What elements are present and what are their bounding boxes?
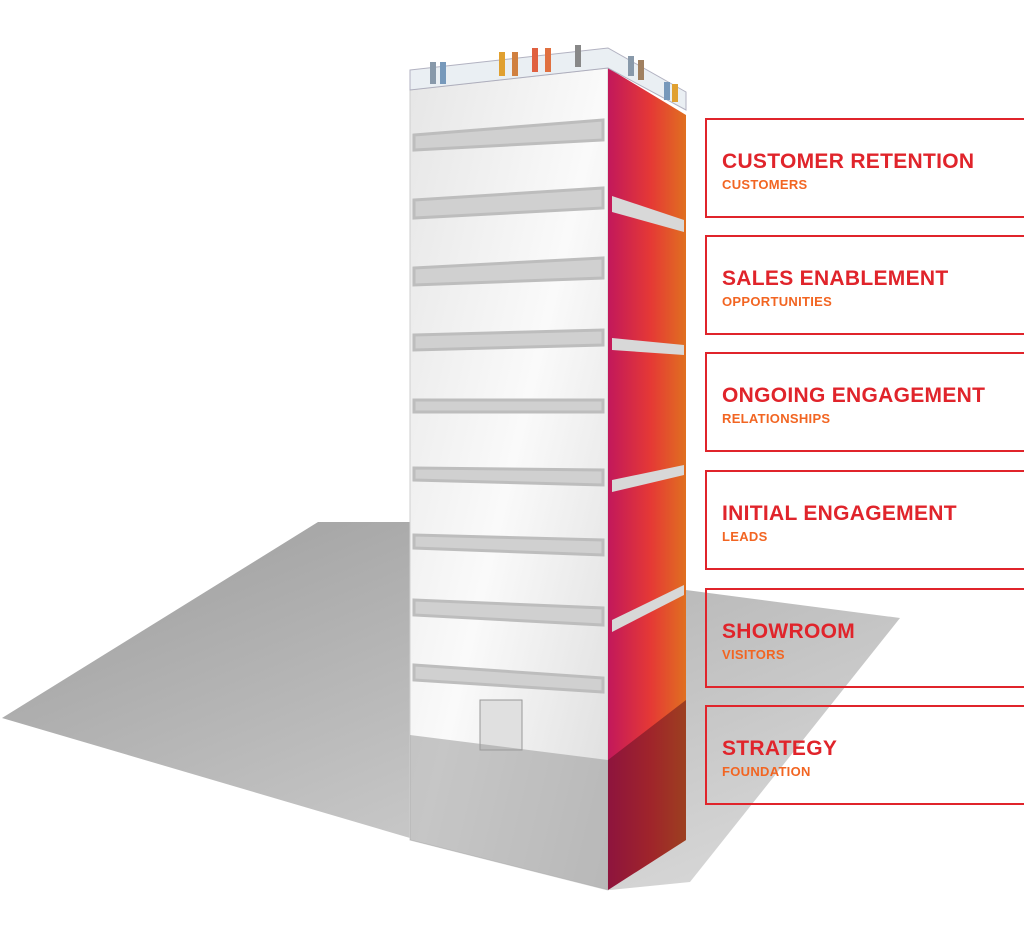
stage-subtitle: OPPORTUNITIES: [722, 294, 833, 309]
stage-subtitle: LEADS: [722, 529, 768, 544]
stage-showroom: SHOWROOM VISITORS: [705, 588, 1024, 688]
stage-subtitle: VISITORS: [722, 647, 785, 662]
rooftop-railing: [409, 47, 687, 111]
building-side-base-shade: [608, 700, 686, 890]
side-gaps: [612, 196, 684, 632]
stage-subtitle: FOUNDATION: [722, 764, 811, 779]
stage-initial-engagement: INITIAL ENGAGEMENT LEADS: [705, 470, 1024, 570]
stage-title: STRATEGY: [722, 737, 838, 760]
building-base-shaded: [410, 735, 608, 890]
stage-subtitle: CUSTOMERS: [722, 177, 808, 192]
stage-sales-enablement: SALES ENABLEMENT OPPORTUNITIES: [705, 235, 1024, 335]
stage-title: ONGOING ENGAGEMENT: [722, 384, 986, 407]
stage-title: CUSTOMER RETENTION: [722, 150, 975, 173]
stage-subtitle: RELATIONSHIPS: [722, 411, 831, 426]
stage-title: SHOWROOM: [722, 620, 856, 643]
entrance-door: [479, 699, 523, 751]
rooftop-people: [430, 45, 678, 102]
stage-customer-retention: CUSTOMER RETENTION CUSTOMERS: [705, 118, 1024, 218]
stage-title: INITIAL ENGAGEMENT: [722, 502, 957, 525]
stage-title: SALES ENABLEMENT: [722, 267, 949, 290]
stage-ongoing-engagement: ONGOING ENGAGEMENT RELATIONSHIPS: [705, 352, 1024, 452]
stage-strategy: STRATEGY FOUNDATION: [705, 705, 1024, 805]
floor-bands: [412, 118, 605, 694]
